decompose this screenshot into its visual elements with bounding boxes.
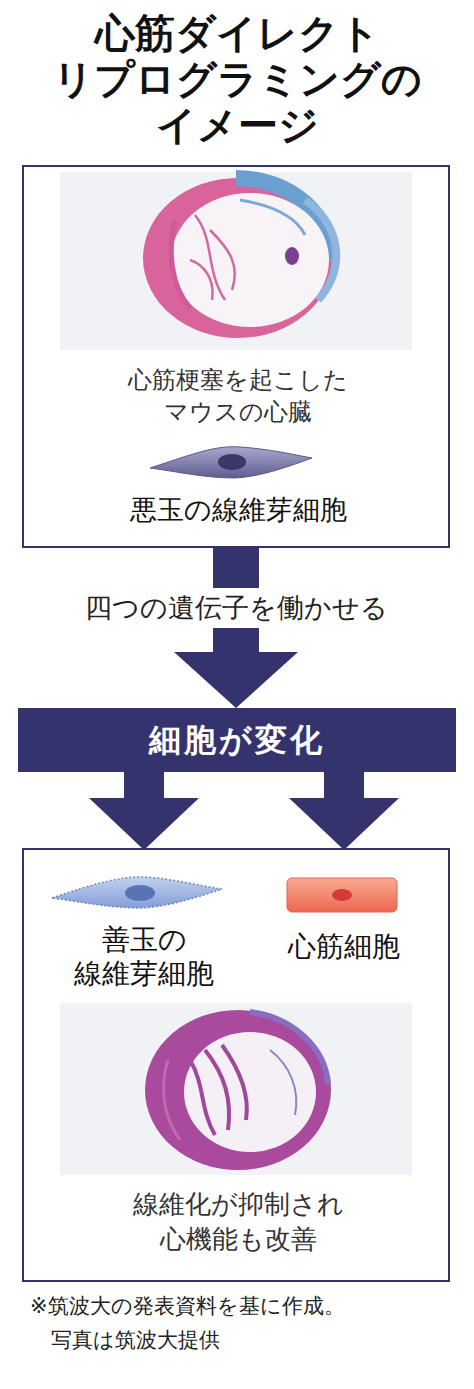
heart-cavity	[171, 193, 329, 327]
arrow-label: 四つの遺伝子を働かせる	[77, 588, 396, 628]
infarct-heart-photo	[60, 172, 412, 350]
source-note: ※筑波大の発表資料を基に作成。 写真は筑波大提供	[30, 1289, 474, 1357]
heart-tissue	[171, 220, 190, 308]
heart-cavity	[184, 1032, 316, 1152]
treated-heart-photo	[60, 1003, 412, 1175]
good-fibroblast-cell	[52, 877, 222, 908]
heart-tissue	[190, 215, 235, 300]
cell-nucleus	[125, 885, 155, 901]
cell-body	[52, 877, 222, 908]
heart-tissue	[190, 1045, 247, 1135]
band-label: 細胞が変化	[18, 708, 456, 772]
cell-body	[287, 878, 397, 912]
after-box: 善玉の 線維芽細胞心筋細胞線維化が抑制され 心機能も改善	[22, 848, 450, 1282]
cell-nucleus	[332, 889, 352, 901]
block-arrow	[174, 548, 298, 708]
photo-background	[60, 1003, 412, 1175]
block-arrow	[89, 772, 199, 850]
cell-label: 悪玉の線維芽細胞	[38, 493, 438, 527]
heart-tissue	[270, 1050, 296, 1115]
before-box: 心筋梗塞を起こした マウスの心臓悪玉の線維芽細胞	[22, 165, 450, 548]
fibrosis-strand	[240, 200, 305, 235]
good-fibroblast-item: 善玉の 線維芽細胞	[44, 850, 244, 990]
cardiomyocyte-cell	[287, 878, 397, 912]
diagram-title: 心筋ダイレクト リプログラミングの イメージ	[17, 10, 457, 148]
heart-tissue	[164, 1060, 180, 1140]
bad-fibroblast-cell	[150, 447, 312, 478]
cell-nucleus	[218, 454, 246, 470]
block-arrow	[289, 772, 399, 850]
cell-label: 心筋細胞	[249, 930, 439, 964]
change-band: 細胞が変化	[18, 708, 456, 772]
cell-body	[150, 447, 312, 478]
cell-label: 善玉の 線維芽細胞	[44, 923, 244, 991]
heart-tissue	[285, 247, 299, 265]
photo-caption: 心筋梗塞を起こした マウスの心臓	[88, 364, 388, 428]
result-caption: 線維化が抑制され 心機能も改善	[88, 1187, 388, 1257]
photo-background	[60, 172, 412, 350]
cardiomyocyte-item: 心筋細胞	[249, 850, 439, 990]
heart-wall	[145, 1010, 331, 1170]
